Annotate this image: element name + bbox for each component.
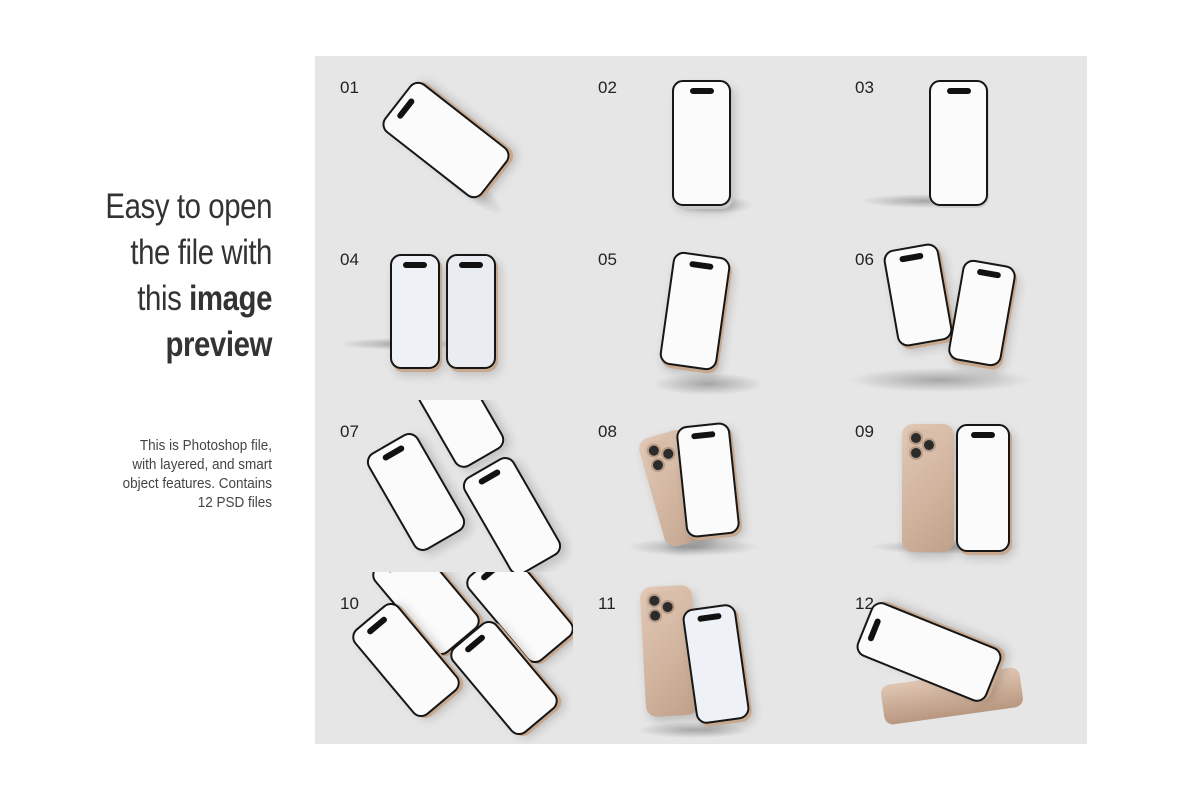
camera-lens-icon: [909, 431, 923, 445]
preview-number: 02: [598, 78, 617, 97]
camera-lens-icon: [922, 438, 936, 452]
headline-line-3-bold: image: [189, 279, 272, 318]
preview-cell-05[interactable]: 05: [573, 228, 830, 400]
phone-mockup-icon: [446, 254, 496, 369]
camera-module-icon: [644, 590, 677, 625]
preview-cell-02[interactable]: 02: [573, 56, 830, 228]
phone-mockup-icon: [458, 453, 566, 572]
preview-cell-03[interactable]: 03: [830, 56, 1087, 228]
dynamic-island-icon: [385, 572, 409, 574]
preview-number: 01: [340, 78, 359, 97]
dynamic-island-icon: [381, 444, 406, 462]
phone-mockup-icon: [675, 421, 741, 539]
camera-module-icon: [907, 429, 937, 461]
headline-line-3: this image: [77, 276, 272, 322]
preview-cell-10[interactable]: 10: [315, 572, 573, 744]
preview-number: 09: [855, 422, 874, 441]
dynamic-island-icon: [365, 615, 389, 636]
camera-lens-icon: [660, 599, 676, 615]
camera-lens-icon: [645, 442, 663, 460]
camera-lens-icon: [646, 593, 662, 609]
headline-line-2: the file with: [130, 233, 272, 272]
description-line-4: 12 PSD files: [197, 494, 272, 511]
preview-number: 12: [855, 594, 874, 613]
dynamic-island-icon: [689, 88, 714, 94]
headline-line-3-regular: this: [137, 279, 190, 318]
phone-mockup-icon: [956, 424, 1010, 552]
dynamic-island-icon: [477, 468, 502, 486]
dynamic-island-icon: [946, 88, 971, 94]
description-line-1: This is Photoshop file,: [139, 437, 272, 454]
preview-cell-01[interactable]: 01: [315, 56, 573, 228]
camera-lens-icon: [647, 608, 663, 624]
preview-cell-09[interactable]: 09: [830, 400, 1087, 572]
shadow: [850, 368, 1030, 392]
preview-cell-08[interactable]: 08: [573, 400, 830, 572]
dynamic-island-icon: [689, 260, 714, 271]
headline: Easy to open the file with this image pr…: [77, 184, 272, 368]
dynamic-island-icon: [867, 617, 882, 643]
preview-number: 04: [340, 250, 359, 269]
preview-cell-04[interactable]: 04: [315, 228, 573, 400]
phone-mockup-icon: [672, 80, 731, 206]
preview-number: 06: [855, 250, 874, 269]
preview-number: 03: [855, 78, 874, 97]
dynamic-island-icon: [971, 432, 995, 438]
phone-mockup-icon: [881, 241, 955, 349]
preview-number: 11: [598, 594, 616, 613]
camera-module-icon: [642, 436, 681, 476]
preview-number: 10: [340, 594, 359, 613]
preview-cell-11[interactable]: 11: [573, 572, 830, 744]
headline-line-1: Easy to open: [105, 187, 272, 226]
description: This is Photoshop file, with layered, an…: [81, 436, 272, 512]
preview-cell-06[interactable]: 06: [830, 228, 1087, 400]
dynamic-island-icon: [899, 252, 924, 263]
phone-mockup-icon: [929, 80, 988, 206]
preview-number: 08: [598, 422, 617, 441]
headline-line-4: preview: [165, 325, 272, 364]
dynamic-island-icon: [403, 262, 427, 268]
phone-mockup-icon: [946, 258, 1018, 368]
preview-cell-07[interactable]: 07: [315, 400, 573, 572]
shadow: [638, 722, 748, 738]
shadow: [628, 538, 758, 556]
dynamic-island-icon: [976, 268, 1002, 279]
description-line-2: with layered, and smart: [132, 456, 272, 473]
phone-mockup-icon: [378, 77, 514, 203]
camera-lens-icon: [909, 446, 923, 460]
preview-cell-12[interactable]: 12: [830, 572, 1087, 744]
dynamic-island-icon: [691, 431, 716, 440]
preview-number: 07: [340, 422, 359, 441]
dynamic-island-icon: [697, 612, 722, 623]
phone-back: [902, 424, 954, 552]
dynamic-island-icon: [479, 572, 503, 582]
description-line-3: object features. Contains: [122, 475, 272, 492]
dynamic-island-icon: [463, 633, 487, 654]
preview-number: 05: [598, 250, 617, 269]
dynamic-island-icon: [459, 262, 483, 268]
phone-mockup-icon: [390, 254, 440, 369]
phone-mockup-icon: [658, 250, 732, 372]
preview-grid: 01 02 03 04 05 06 07: [315, 56, 1087, 744]
dynamic-island-icon: [396, 97, 416, 120]
shadow: [653, 373, 763, 395]
